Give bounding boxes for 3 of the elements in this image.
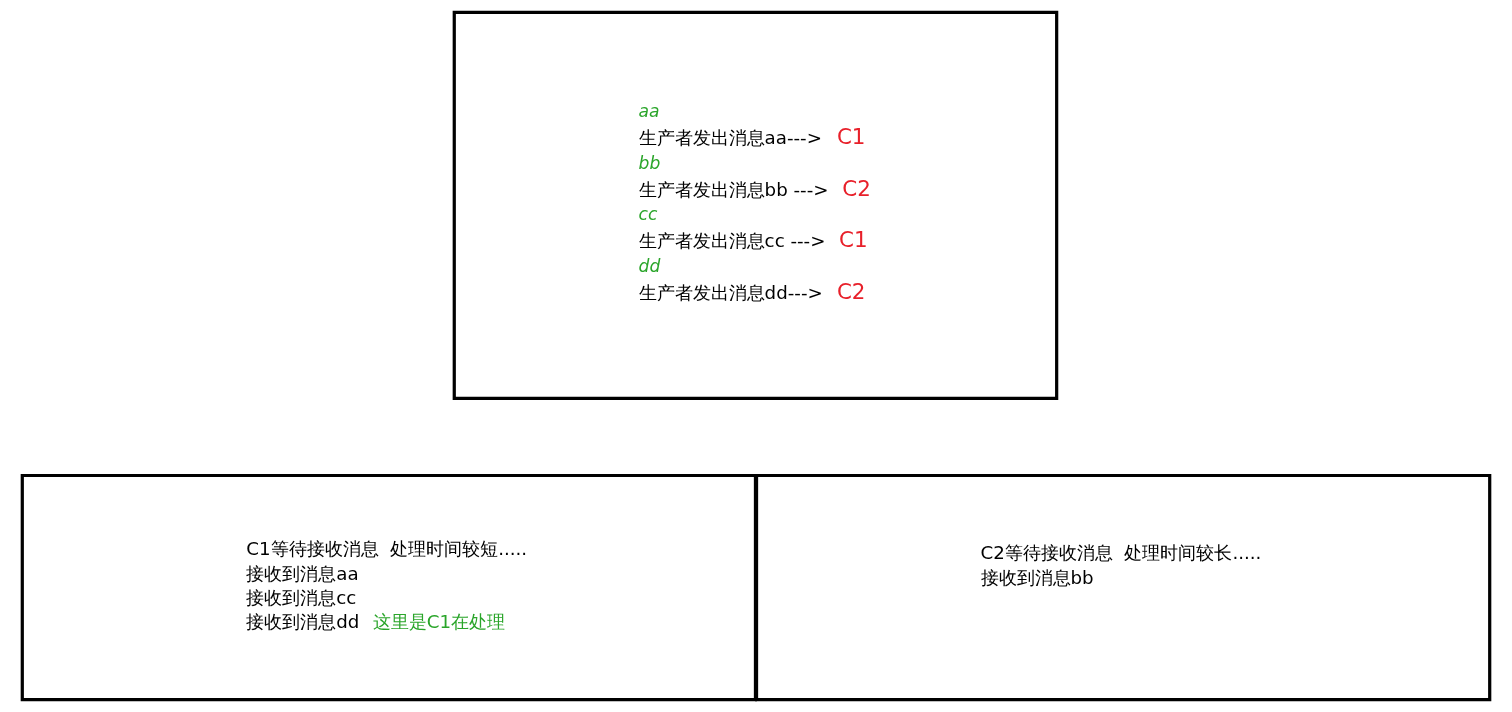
node-box: aa 生产者发出消息aa---> C1 bb 生产者发出消息bb ---> C2 cc 生产者发出消息cc ---> C1 dd 生产者发出消息dd---> C2 [452, 10, 1059, 400]
node-box: C1等待接收消息 处理时间较短..... 接收到消息aa 接收到消息cc 接收到消息dd 这里是C1在处理 [20, 473, 758, 702]
node-box: C2等待接收消息 处理时间较长..... 接收到消息bb [754, 473, 1492, 702]
